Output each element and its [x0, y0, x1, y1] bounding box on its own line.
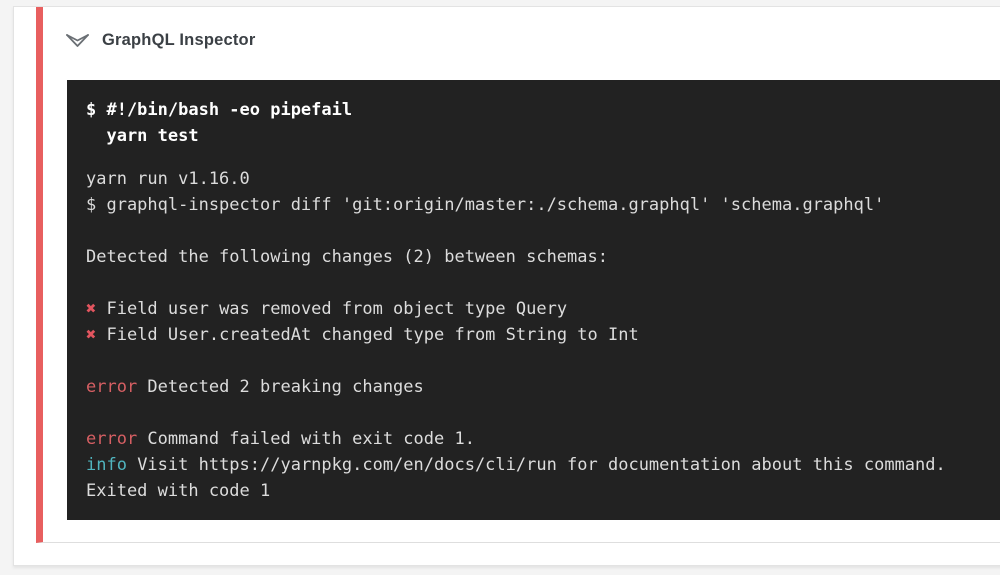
terminal-segment: Field User.createdAt changed type from S… [96, 325, 639, 345]
terminal-segment-cyan: info [86, 455, 127, 475]
terminal-segment: Exited with code 1 [86, 481, 271, 501]
terminal-line: error Command failed with exit code 1. [86, 426, 1000, 452]
command-block: $ #!/bin/bash -eo pipefail yarn test [86, 100, 353, 146]
terminal-line: Exited with code 1 [86, 478, 1000, 504]
terminal-segment-red_mark: ✖ [86, 299, 97, 319]
chevron-double-down-icon[interactable] [64, 28, 91, 52]
terminal-segment: Field user was removed from object type … [96, 299, 568, 319]
terminal-segment: Command failed with exit code 1. [137, 429, 475, 449]
terminal-line: yarn run v1.16.0 [86, 166, 1000, 192]
terminal-line [86, 270, 1000, 296]
terminal-output-panel: $ #!/bin/bash -eo pipefail yarn test yar… [67, 80, 1000, 520]
terminal-line: Detected the following changes (2) betwe… [86, 244, 1000, 270]
terminal-segment-red: error [86, 377, 138, 397]
terminal-line [86, 348, 1000, 374]
step-header[interactable]: GraphQL Inspector [43, 7, 1000, 52]
terminal-segment-red_mark: ✖ [86, 325, 97, 345]
terminal-line [86, 400, 1000, 426]
terminal-line: ✖ Field User.createdAt changed type from… [86, 322, 1000, 348]
terminal-line: ✖ Field user was removed from object typ… [86, 296, 1000, 322]
step-title: GraphQL Inspector [102, 30, 256, 49]
terminal-line: info Visit https://yarnpkg.com/en/docs/c… [86, 452, 1000, 478]
terminal-segment-red: error [86, 429, 138, 449]
output-block: yarn run v1.16.0 $ graphql-inspector diff… [86, 166, 1000, 504]
terminal-segment: Detected the following changes (2) betwe… [86, 247, 608, 267]
terminal-segment: Detected 2 breaking changes [137, 377, 424, 397]
terminal-segment: yarn run v1.16.0 [86, 169, 250, 189]
terminal-segment: $ graphql-inspector diff 'git:origin/mas… [86, 195, 885, 215]
build-step-card: GraphQL Inspector $ #!/bin/bash -eo pipe… [13, 6, 1000, 566]
terminal-line: error Detected 2 breaking changes [86, 374, 1000, 400]
terminal-segment: Visit https://yarnpkg.com/en/docs/cli/ru… [126, 455, 946, 475]
terminal-line: $ graphql-inspector diff 'git:origin/mas… [86, 192, 1000, 218]
failed-step-section: GraphQL Inspector $ #!/bin/bash -eo pipe… [36, 7, 1000, 543]
terminal-line [86, 218, 1000, 244]
